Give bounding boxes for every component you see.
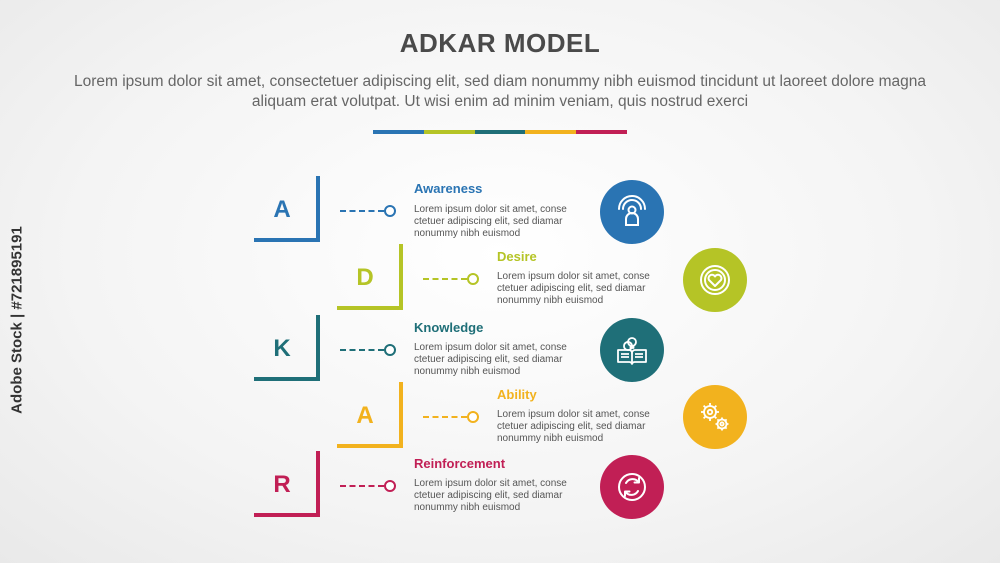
connector-dot [467,273,479,285]
stage-letter: R [273,471,291,498]
stage-heading: Reinforcement [414,456,506,471]
connector-dot [384,344,396,356]
color-bar-segment [474,130,526,134]
stage-description: Lorem ipsum dolor sit amet, conse ctetue… [497,409,650,444]
stage-heading: Ability [497,387,537,402]
person-broadcast-icon [618,195,646,226]
page-title: ADKAR MODEL [399,28,601,58]
letter-bracket [337,382,403,448]
connector-line [423,278,467,280]
refresh-cycle-icon [618,473,646,501]
stage-description: Lorem ipsum dolor sit amet, conse ctetue… [497,271,650,306]
stage-heading: Desire [497,249,537,264]
stage-row-awareness: A Awareness Lorem ipsum dolor sit amet, … [0,176,1000,246]
stage-row-desire: D Desire Lorem ipsum dolor sit amet, con… [0,244,1000,314]
stage-icon-circle [683,385,747,449]
stage-icon-circle [600,455,664,519]
stage-icon-circle [683,248,747,312]
stage-row-knowledge: K Knowledge Lorem ipsum dolor sit amet, … [0,315,1000,385]
connector-dot [384,480,396,492]
stage-icon-circle [600,318,664,382]
stock-watermark-label: Adobe Stock | #721895191 [8,226,26,414]
connector-line [340,485,384,487]
stage-description: Lorem ipsum dolor sit amet, conse ctetue… [414,478,567,513]
stage-letter: K [273,335,291,362]
stage-row-ability: A Ability Lorem ipsum dolor sit amet, co… [0,382,1000,452]
connector-line [340,349,384,351]
color-bar [373,130,627,134]
gears-icon [701,403,729,431]
connector-line [340,210,384,212]
color-bar-segment [373,130,424,134]
heart-icon [700,265,730,295]
color-bar-segment [423,130,475,134]
stage-icon-circle [600,180,664,244]
book-lightbulb-icon [617,337,647,365]
letter-bracket [254,315,320,381]
letter-bracket [337,244,403,310]
letter-bracket [254,451,320,517]
stage-letter: A [356,402,374,429]
page-subtitle: Lorem ipsum dolor sit amet, consectetuer… [73,73,927,110]
connector-dot [384,205,396,217]
stage-description: Lorem ipsum dolor sit amet, conse ctetue… [414,342,567,377]
connector-line [423,416,467,418]
connector-dot [467,411,479,423]
color-bar-segment [525,130,577,134]
stage-row-reinforcement: R Reinforcement Lorem ipsum dolor sit am… [0,451,1000,521]
stage-letter: D [356,264,374,291]
stage-description: Lorem ipsum dolor sit amet, conse ctetue… [414,204,567,239]
stage-heading: Awareness [414,181,483,196]
letter-bracket [254,176,320,242]
stage-heading: Knowledge [414,320,484,335]
stage-letter: A [273,196,291,223]
color-bar-segment [576,130,627,134]
